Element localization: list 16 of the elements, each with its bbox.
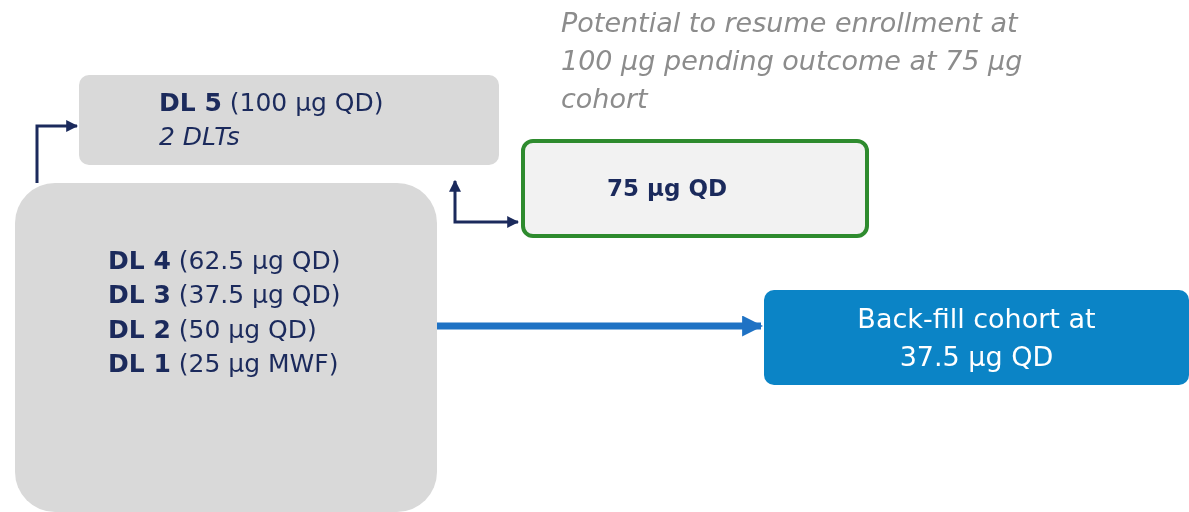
- dose-label: 75 µg QD: [607, 173, 728, 203]
- cohort-label: Back-fill cohort at 37.5 µg QD: [856, 302, 1097, 374]
- dose-label: DL 3 (37.5 µg QD): [108, 279, 341, 311]
- dose-label: DL 2 (50 µg QD): [108, 313, 317, 346]
- arrow: [449, 179, 520, 228]
- dose-level-box: [15, 183, 437, 512]
- backfill-box: [764, 290, 1189, 385]
- dlt-count: 2 DLTs: [159, 121, 240, 153]
- arrow: [437, 315, 764, 337]
- dose-label: DL 1 (25 µg MWF): [108, 348, 339, 380]
- note-text: Potential to resume enrollment at 100 µg pending outcome at 75 µg cohort: [561, 6, 1024, 116]
- dose-label: DL 4 (62.5 µg QD): [108, 244, 341, 277]
- cohort-box: [521, 139, 869, 238]
- dose-label: DL 5 (100 µg QD): [159, 86, 384, 119]
- arrow: [35, 120, 79, 183]
- dose-level-box: [79, 75, 499, 165]
